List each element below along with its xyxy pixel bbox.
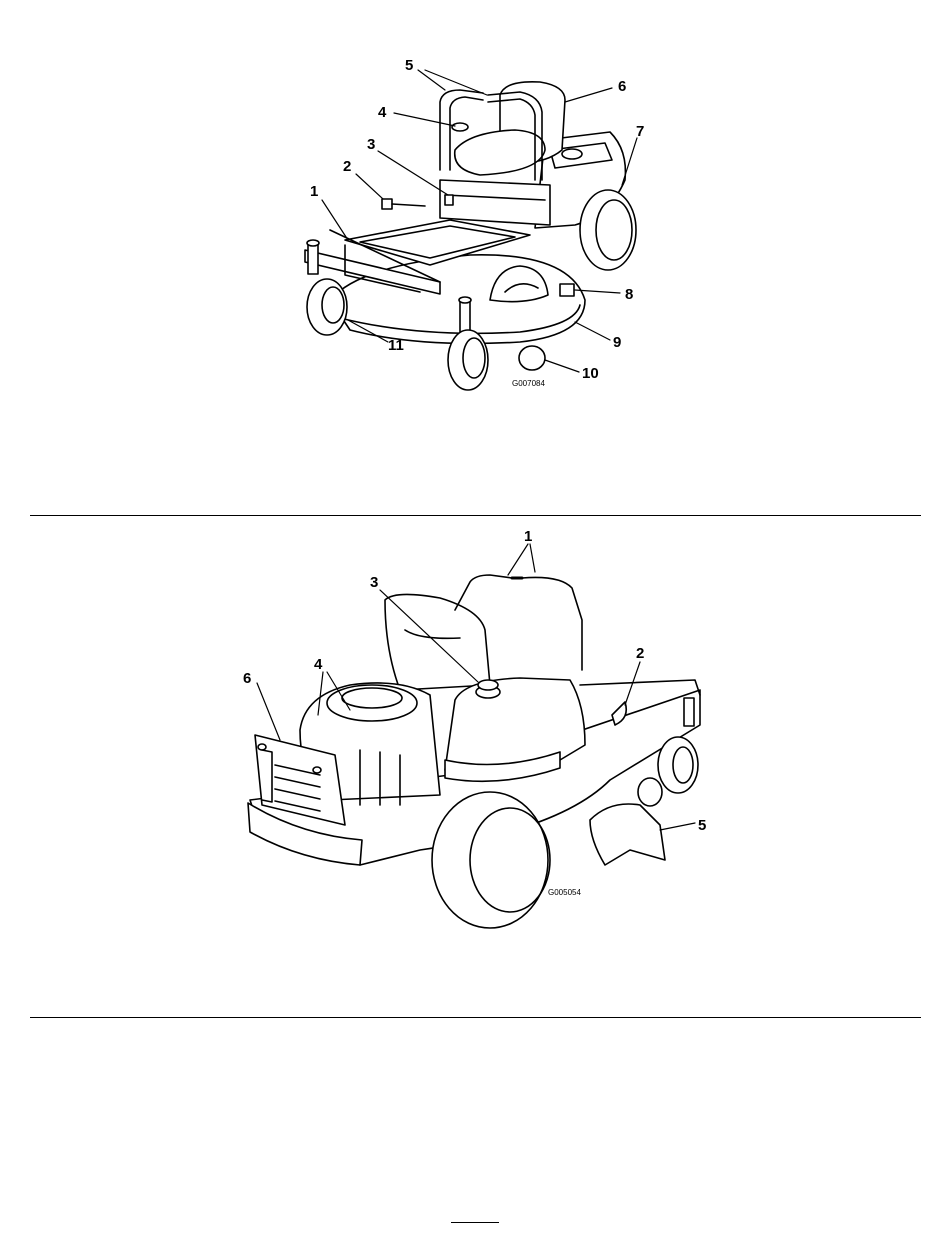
footer-rule xyxy=(451,1222,499,1223)
callout-4: 4 xyxy=(314,656,323,673)
figure-mower-rear-view: 1 2 3 4 5 6 G005054 xyxy=(0,520,950,940)
figure-code: G007084 xyxy=(512,379,545,388)
callout-9: 9 xyxy=(613,334,621,351)
callout-6: 6 xyxy=(243,670,251,687)
section-divider xyxy=(30,515,921,516)
callout-7: 7 xyxy=(636,123,644,140)
figure-code: G005054 xyxy=(548,888,581,897)
callout-10: 10 xyxy=(582,365,599,382)
callout-1: 1 xyxy=(310,183,318,200)
mower-front-illustration: 1 2 3 4 5 6 7 8 9 10 11 G007084 xyxy=(0,0,950,400)
callout-5: 5 xyxy=(405,57,413,74)
mower-rear-illustration: 1 2 3 4 5 6 G005054 xyxy=(0,520,950,940)
callout-4: 4 xyxy=(378,104,387,121)
callout-3: 3 xyxy=(370,574,378,591)
callout-2: 2 xyxy=(636,645,644,662)
callout-6: 6 xyxy=(618,78,626,95)
callout-1: 1 xyxy=(524,528,532,545)
callout-11: 11 xyxy=(388,337,404,354)
callout-8: 8 xyxy=(625,286,633,303)
section-divider xyxy=(30,1017,921,1018)
figure-mower-front-view: 1 2 3 4 5 6 7 8 9 10 11 G007084 xyxy=(0,0,950,400)
callout-5: 5 xyxy=(698,817,706,834)
callout-3: 3 xyxy=(367,136,375,153)
callout-2: 2 xyxy=(343,158,351,175)
